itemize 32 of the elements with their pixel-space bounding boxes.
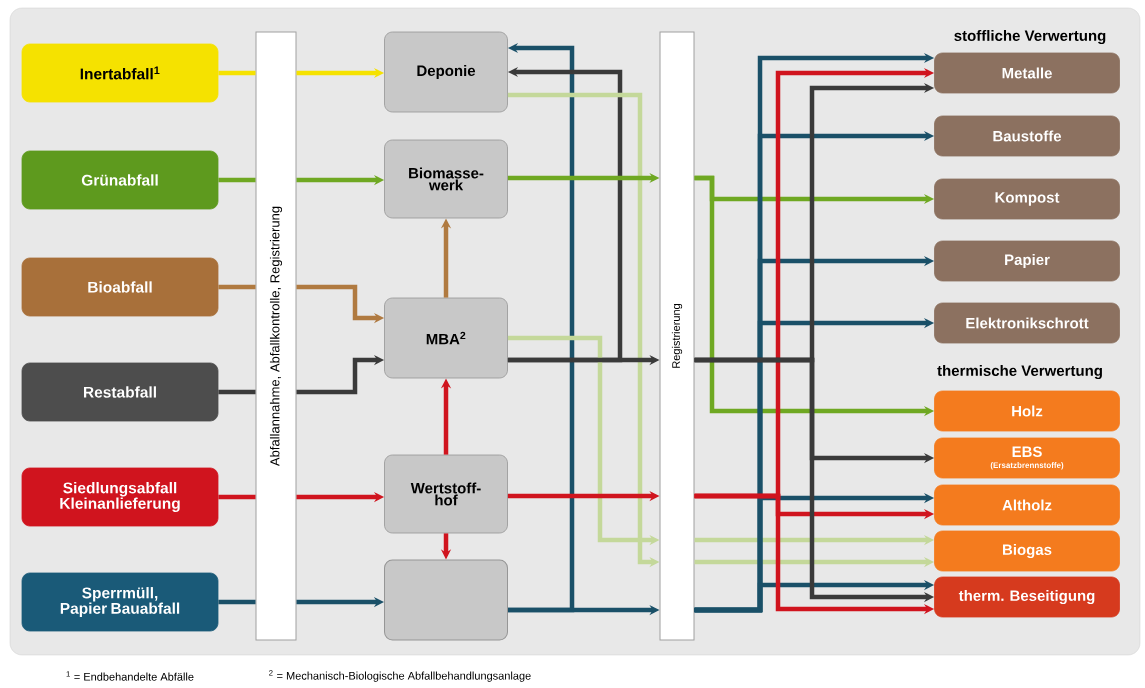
waste-source-box: Inertabfall$^{1}$	[21, 43, 219, 103]
output-box: EBS (Ersatzbrennstoffe)	[934, 437, 1120, 479]
process-box: Wertstoff-hof	[384, 454, 508, 534]
output-box: Metalle	[934, 52, 1120, 94]
waste-source-box: Grünabfall	[21, 150, 219, 210]
output-box: Biogas	[934, 530, 1120, 572]
output-box: Altholz	[934, 484, 1120, 526]
waste-source-box: Siedlungsabfall Kleinanlieferung	[21, 467, 219, 527]
footnote: $^{2}$ = Mechanisch-Biologische Abfallbehandlungsanlage	[269, 670, 531, 682]
process-box	[384, 559, 508, 641]
waste-source-box: Sperrmüll, Papier Bauabfall	[21, 572, 219, 632]
process-box: MBA$^{2}$	[384, 297, 508, 379]
connector-line	[218, 284, 256, 290]
waste-source-box: Bioabfall	[21, 257, 219, 317]
connector-line	[218, 599, 256, 605]
output-box: Kompost	[934, 178, 1120, 220]
output-box: Baustoffe	[934, 115, 1120, 157]
process-box: Deponie	[384, 31, 508, 113]
process-box: Biomasse-werk	[384, 139, 508, 219]
waste-source-box: Restabfall	[21, 362, 219, 422]
section-heading: thermische Verwertung	[937, 365, 1102, 380]
footnote: $^{1}$ = Endbehandelte Abfälle	[66, 671, 194, 681]
checkpoint-band: Registrierung	[659, 31, 695, 641]
checkpoint-band: Abfallannahme, Abfallkontrolle, Registrierung	[255, 31, 297, 641]
output-box: Holz	[934, 390, 1120, 432]
connector-line	[218, 177, 256, 183]
output-box: therm. Beseitigung	[934, 576, 1120, 618]
connector-line	[218, 494, 256, 500]
output-box: Elektronikschrott	[934, 302, 1120, 344]
connector-line	[218, 70, 256, 76]
output-box: Papier	[934, 240, 1120, 282]
connector-line	[218, 389, 256, 395]
